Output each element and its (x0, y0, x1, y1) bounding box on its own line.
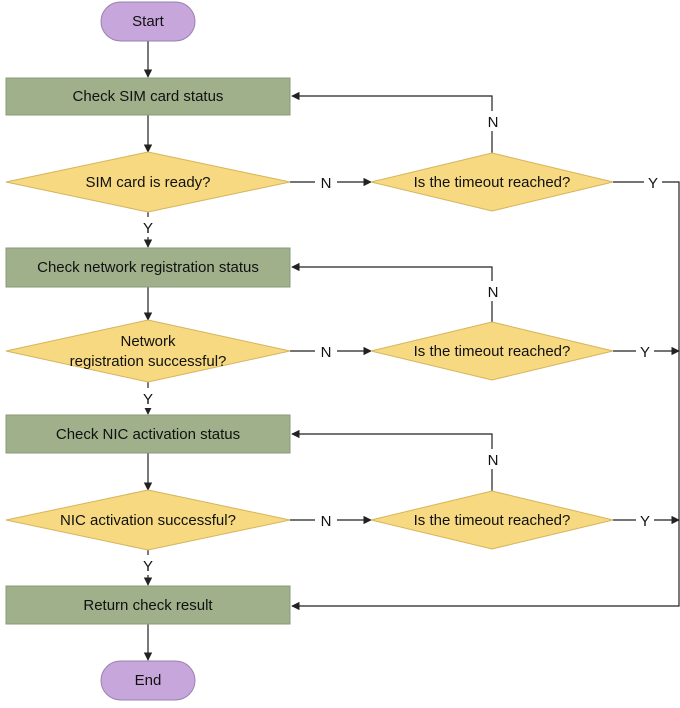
decision-timeout-2: Is the timeout reached? (370, 321, 614, 381)
net-success-label-line1: Network (120, 333, 176, 350)
decision-net-success: Network registration successful? (5, 319, 291, 383)
check-nic-label: Check NIC activation status (56, 426, 240, 443)
timeout-2-label: Is the timeout reached? (414, 343, 571, 360)
edge-timeout-2-no-loop (291, 262, 493, 322)
return-result-label: Return check result (83, 597, 213, 614)
check-sim-label: Check SIM card status (73, 88, 224, 105)
timeout-3-label: Is the timeout reached? (414, 512, 571, 529)
edge-label-nic-success-yes: Y (143, 558, 153, 575)
edge-labels: N N N N N N Y Y Y Y Y Y (139, 111, 662, 575)
edge-label-net-success-yes: Y (143, 391, 153, 408)
decision-nic-success: NIC activation successful? (5, 489, 291, 551)
sim-ready-label: SIM card is ready? (85, 174, 210, 191)
edge-label-nic-success-no: N (321, 513, 332, 530)
edge-label-timeout-2-no: N (488, 284, 499, 301)
edge-label-timeout-2-yes: Y (640, 344, 650, 361)
process-return-result: Return check result (5, 585, 291, 625)
net-success-label-line2: registration successful? (70, 353, 227, 370)
nic-success-label: NIC activation successful? (60, 512, 236, 529)
process-check-sim: Check SIM card status (5, 77, 291, 116)
edge-label-timeout-3-yes: Y (640, 513, 650, 530)
edge-label-net-success-no: N (321, 344, 332, 361)
process-check-nic: Check NIC activation status (5, 414, 291, 454)
edge-label-timeout-3-no: N (488, 452, 499, 469)
decision-timeout-3: Is the timeout reached? (370, 490, 614, 550)
edge-label-sim-ready-no: N (321, 175, 332, 192)
end-label: End (135, 672, 162, 689)
edge-label-timeout-1-no: N (488, 114, 499, 131)
edge-timeout-3-no-loop (291, 429, 493, 491)
check-net-label: Check network registration status (37, 259, 259, 276)
end-node: End (100, 660, 196, 701)
edge-timeout-1-no-loop (291, 91, 493, 153)
edge-label-timeout-1-yes: Y (648, 175, 658, 192)
start-node: Start (100, 1, 196, 42)
decision-sim-ready: SIM card is ready? (5, 151, 291, 213)
edge-label-sim-ready-yes: Y (143, 220, 153, 237)
decision-timeout-1: Is the timeout reached? (370, 152, 614, 212)
process-check-net: Check network registration status (5, 247, 291, 288)
connectors (143, 41, 680, 661)
start-label: Start (132, 13, 165, 30)
timeout-1-label: Is the timeout reached? (414, 174, 571, 191)
